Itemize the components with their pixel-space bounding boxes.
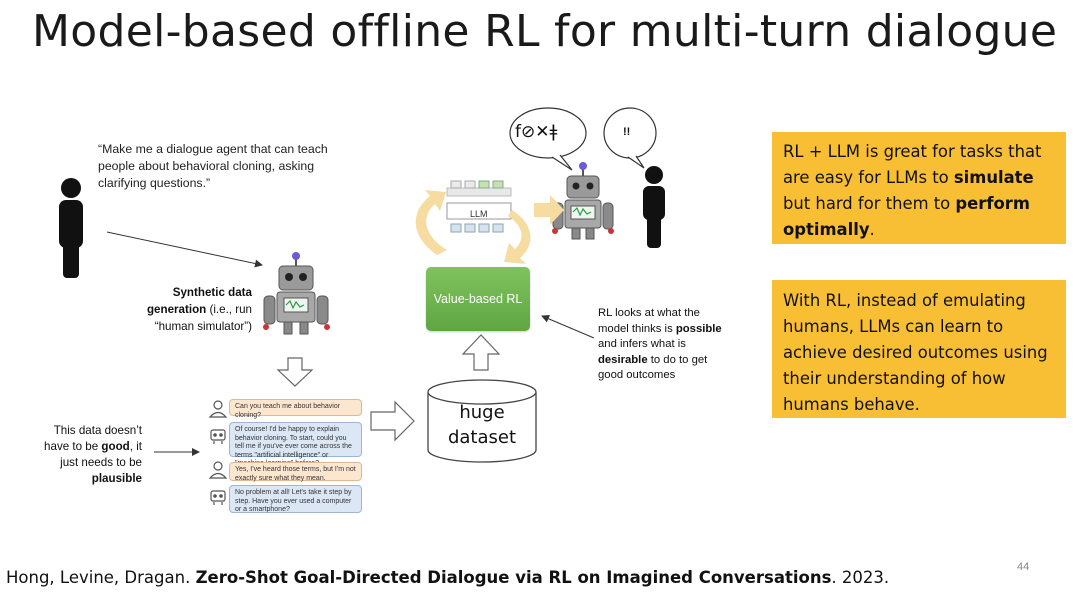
rl-note-possible: possible xyxy=(675,322,722,335)
arrow-down-to-chat xyxy=(276,357,314,387)
arrow-note-to-value-rl xyxy=(541,315,595,339)
data-note-mid: , it just needs to be xyxy=(60,440,142,469)
rl-note-post: to do to get good outcomes xyxy=(598,353,708,382)
arrow-right-to-dataset xyxy=(370,400,415,442)
speech-bubble-human xyxy=(603,107,657,169)
slide-title: Model-based offline RL for multi-turn di… xyxy=(32,6,1058,57)
box1-bold-simulate: simulate xyxy=(953,168,1034,187)
speech-garbled-text: f⊘✕ǂ xyxy=(515,122,558,142)
synthetic-bold-text: Synthetic data generation xyxy=(146,286,252,316)
data-note-good: good xyxy=(101,440,130,453)
box1-text-2: but hard for them to xyxy=(783,194,956,213)
citation: Hong, Levine, Dragan. Zero-Shot Goal-Dir… xyxy=(6,568,889,587)
robot-icon-top xyxy=(552,162,614,240)
robot-icon-center xyxy=(263,252,330,335)
prompt-quote: “Make me a dialogue agent that can teach… xyxy=(98,142,328,190)
rl-note-desirable: desirable xyxy=(598,353,648,366)
dataset-label-line2: dataset xyxy=(447,427,517,448)
data-quality-note: This data doesn’t have to be good, it ju… xyxy=(30,423,142,487)
chat-message-user-2: Yes, I've heard those terms, but I'm not… xyxy=(229,462,362,482)
person-icon-right xyxy=(643,166,665,248)
chat-message-bot-2: No problem at all! Let's take it step by… xyxy=(229,485,362,513)
llm-diagram xyxy=(446,180,512,233)
synthetic-rest-text: (i.e., run “human simulator”) xyxy=(154,303,252,333)
arrow-person-to-robot xyxy=(106,231,263,268)
data-note-text: This data doesn’t have to be xyxy=(44,424,142,453)
box1-bold-perform: perform optimally xyxy=(783,194,1030,239)
dataset-label-line1: huge xyxy=(459,402,505,423)
citation-authors: Hong, Levine, Dragan. xyxy=(6,568,196,587)
person-icon-left xyxy=(59,178,83,278)
box1-text-3: . xyxy=(869,220,875,239)
chat-bot-icon xyxy=(210,429,226,505)
chat-user-icon xyxy=(208,400,228,479)
callout-box-simulate: RL + LLM is great for tasks that are eas… xyxy=(772,132,1066,244)
citation-year: . 2023. xyxy=(831,568,890,587)
callout-box-emulate: With RL, instead of emulating humans, LL… xyxy=(772,280,1066,418)
arrow-up-to-value-rl xyxy=(461,334,501,371)
value-rl-box: Value-based RL xyxy=(426,267,530,331)
citation-paper-title: Zero-Shot Goal-Directed Dialogue via RL … xyxy=(195,568,832,587)
synthetic-data-caption: Synthetic data generation (i.e., run “hu… xyxy=(140,284,252,335)
speech-bubble-robot xyxy=(509,107,587,171)
data-note-plausible: plausible xyxy=(91,472,142,485)
dataset-cylinder xyxy=(427,379,537,463)
box1-text-1: RL + LLM is great for tasks that are eas… xyxy=(783,142,1042,187)
speech-exclaim-text: !! xyxy=(623,126,631,138)
llm-label: LLM xyxy=(470,209,488,219)
rl-note-mid: and infers what is xyxy=(598,338,686,350)
chat-message-user-1: Can you teach me about behavior cloning? xyxy=(229,399,362,419)
chat-message-bot-1: Of course! I'd be happy to explain behav… xyxy=(229,422,362,467)
cycle-arrows xyxy=(415,190,564,264)
rl-note-pre: RL looks at what the model thinks is xyxy=(598,307,700,335)
page-number: 44 xyxy=(1017,561,1030,573)
rl-note: RL looks at what the model thinks is pos… xyxy=(598,306,733,384)
